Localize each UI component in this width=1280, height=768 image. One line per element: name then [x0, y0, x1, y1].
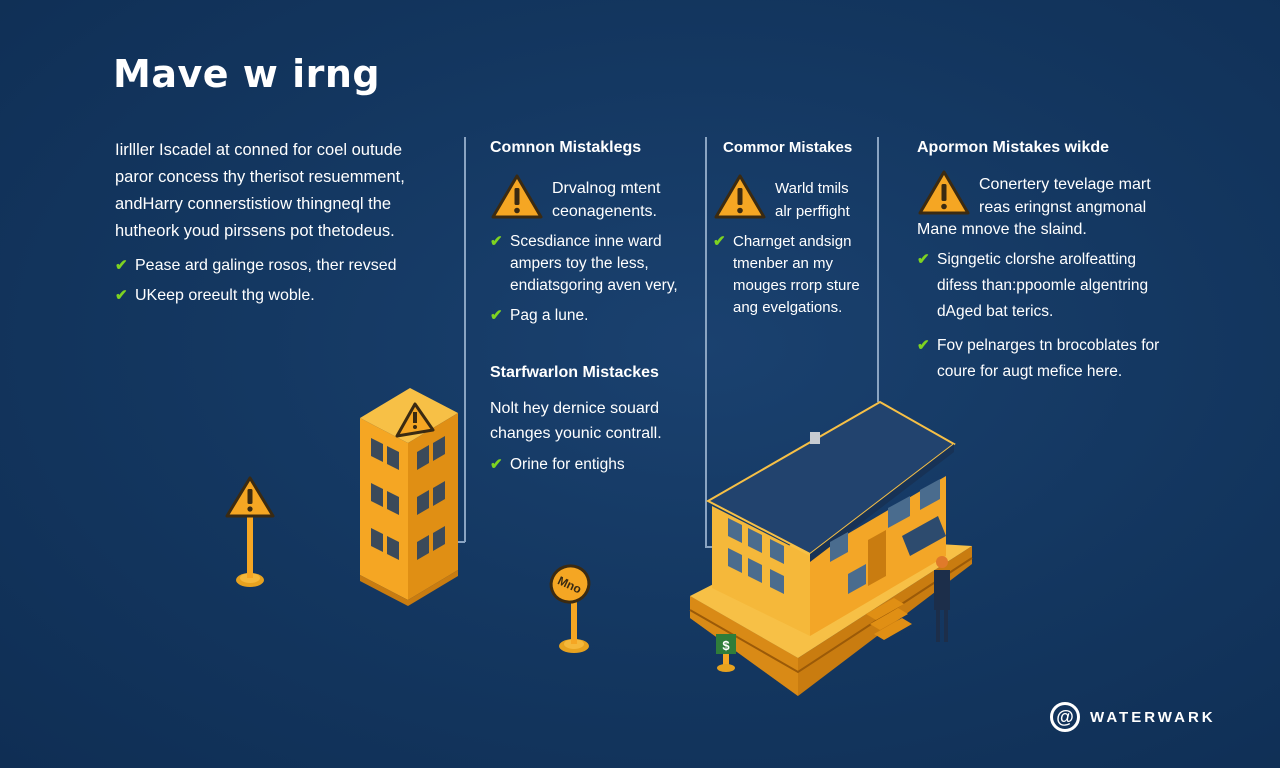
list-item: ✔Orine for entighs — [490, 454, 700, 476]
card-checklist: ✔Orine for entighs — [490, 454, 700, 476]
card-title: Apormon Mistakes wikde — [917, 139, 1110, 156]
intro-line: Iirlller Iscadel at conned for coel outu… — [115, 141, 403, 159]
card-title: Commor Mistakes — [723, 139, 853, 156]
check-icon: ✔ — [490, 307, 503, 324]
intro-line: hutheork youd pirssens pot thetodeus. — [115, 222, 395, 240]
divider — [705, 137, 707, 547]
intro-checklist: ✔Pease ard galinge rosos, ther revsed ✔U… — [115, 251, 455, 311]
tall-building-illustration — [360, 388, 458, 606]
check-icon: ✔ — [490, 456, 503, 473]
list-item: ✔Pease ard galinge rosos, ther revsed — [115, 251, 455, 281]
round-sign-post: Mno — [549, 564, 591, 653]
page-title: Mave w irng — [113, 52, 381, 96]
mistakes-card: Comnon Mistaklegs Drvalnog mtent ceonage… — [490, 137, 700, 327]
mistakes-card: Commor Mistakes Warld tmils alr perffigh… — [713, 137, 873, 319]
divider — [452, 541, 465, 543]
house-illustration: $ — [689, 400, 973, 696]
watermark-text: WATERWARK — [1090, 708, 1216, 726]
check-icon: ✔ — [917, 251, 930, 268]
watermark: @ WATERWARK — [1050, 702, 1216, 732]
list-item: ✔Fov pelnarges tn brocoblates for coure … — [917, 333, 1172, 385]
list-item: ✔Charnget andsign tmenber an my mouges r… — [713, 233, 860, 316]
divider — [705, 546, 717, 548]
check-icon: ✔ — [115, 287, 128, 304]
warning-icon — [918, 170, 970, 215]
mistakes-card: Starfwarlon Mistackes Nolt hey dernice s… — [490, 362, 700, 476]
check-icon: ✔ — [115, 257, 128, 274]
list-item: ✔Pag a lune. — [490, 305, 700, 327]
warning-icon — [714, 174, 766, 219]
card-checklist: ✔Signgetic clorshe arolfeatting difess t… — [917, 247, 1172, 385]
check-icon: ✔ — [713, 233, 726, 250]
list-item: ✔Signgetic clorshe arolfeatting difess t… — [917, 247, 1172, 325]
card-title: Comnon Mistaklegs — [490, 139, 642, 156]
list-item: ✔UKeep oreeult thg woble. — [115, 281, 455, 311]
intro-line: paror concess thy therisot resuemment, — [115, 168, 405, 186]
divider — [464, 137, 466, 542]
card-body-line: Mane mnove the slaind. — [917, 221, 1087, 238]
warning-icon — [491, 174, 543, 219]
intro-section: Iirlller Iscadel at conned for coel outu… — [115, 137, 455, 311]
mistakes-card: Apormon Mistakes wikde Conertery tevelag… — [917, 137, 1172, 385]
list-item: ✔Scesdiance inne ward ampers toy the les… — [490, 233, 678, 294]
divider — [877, 137, 879, 402]
dollar-sign: $ — [722, 638, 730, 653]
card-checklist: ✔Charnget andsign tmenber an my mouges r… — [713, 231, 873, 319]
card-body-line: changes younic contrall. — [490, 425, 662, 442]
warning-sign-post — [225, 476, 275, 587]
card-body-line: Nolt hey dernice souard — [490, 400, 659, 417]
intro-line: andHarry connerstistiow thingneql the — [115, 195, 392, 213]
card-checklist: ✔Scesdiance inne ward ampers toy the les… — [490, 231, 700, 327]
watermark-logo-icon: @ — [1050, 702, 1080, 732]
check-icon: ✔ — [917, 337, 930, 354]
check-icon: ✔ — [490, 233, 503, 250]
card-title: Starfwarlon Mistackes — [490, 364, 659, 381]
